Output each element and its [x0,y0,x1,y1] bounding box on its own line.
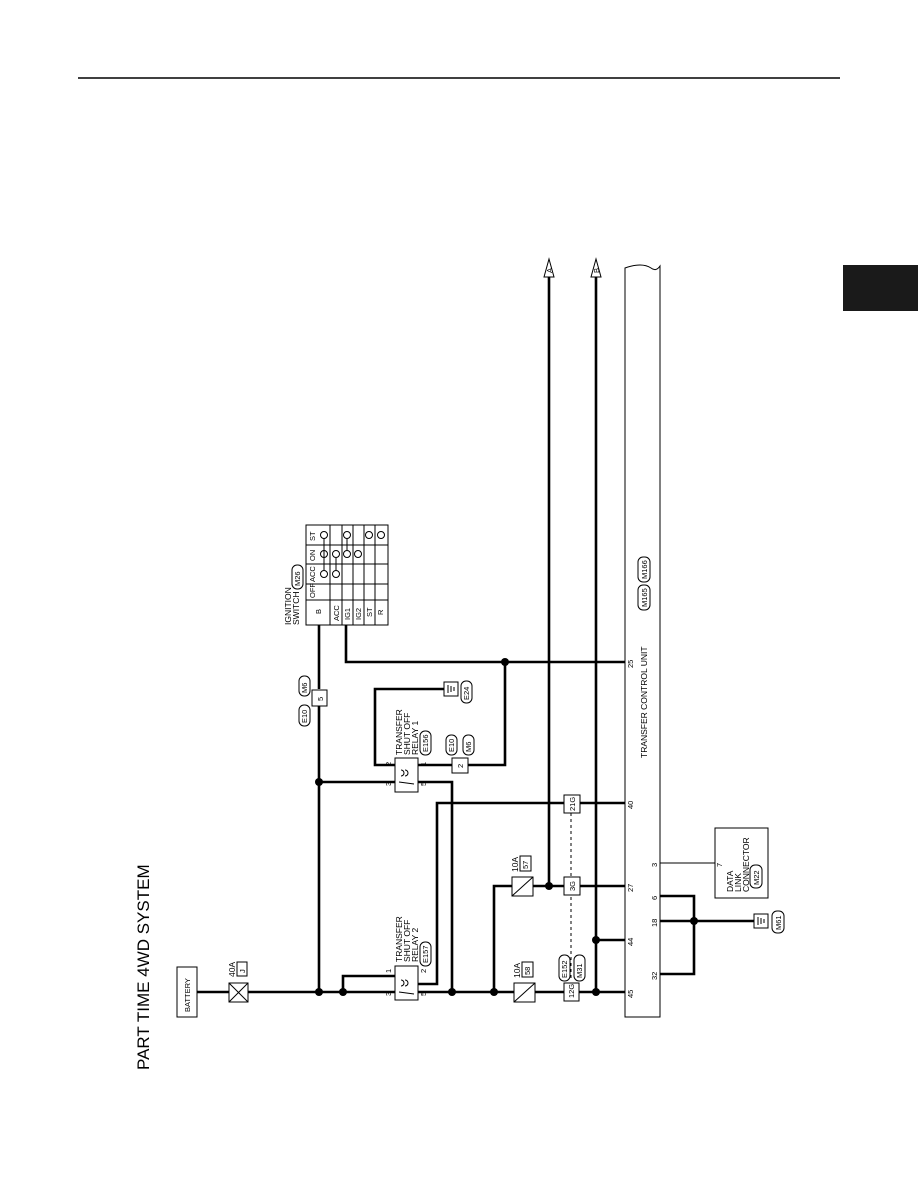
svg-text:1: 1 [384,969,393,973]
svg-text:ACC: ACC [332,605,341,621]
transfer-shut-off-relay-1: 3 2 1 5 TRANSFER SHUT OFF RELAY 1 E156 [384,709,432,793]
svg-text:45: 45 [626,990,635,998]
svg-text:E157: E157 [421,945,430,963]
svg-text:12G: 12G [567,984,576,998]
svg-text:B: B [314,609,323,614]
svg-text:TRANSFER CONTROL UNIT: TRANSFER CONTROL UNIT [639,646,649,758]
svg-text:SWITCH: SWITCH [291,591,301,625]
svg-text:BATTERY: BATTERY [183,978,192,1012]
ground-e24: E24 [443,680,473,704]
connector-e10-m6-lower: 2 E10 M6 [445,734,475,774]
svg-text:7: 7 [715,863,724,867]
svg-text:E24: E24 [462,687,471,700]
wires [197,277,754,994]
connector-e152-m31: E152 M31 12G 3G 21G [558,794,586,1002]
svg-text:M61: M61 [774,915,783,930]
svg-text:LINK: LINK [733,873,743,892]
svg-text:RELAY 2: RELAY 2 [410,928,420,962]
ignition-switch: IGNITION SWITCH M26 B ACC IG1 IG2 ST R O… [283,524,389,626]
svg-text:IG2: IG2 [354,608,363,620]
svg-text:40A: 40A [227,962,237,977]
svg-text:SHUT OFF: SHUT OFF [402,920,412,962]
svg-text:5: 5 [419,992,428,996]
arrow-a: A [543,257,555,278]
ground-m61: M61 [753,910,785,934]
svg-text:57: 57 [521,861,530,869]
svg-text:2: 2 [384,762,393,766]
svg-text:M166: M166 [640,560,649,579]
svg-text:M6: M6 [300,683,309,693]
svg-text:5: 5 [419,782,428,786]
svg-text:OFF: OFF [308,583,317,598]
svg-text:R: R [376,609,385,615]
svg-text:10A: 10A [512,963,522,978]
svg-text:TRANSFER: TRANSFER [394,916,404,962]
fuse-10a-57: 10A 57 [510,855,534,897]
svg-text:J: J [238,969,247,973]
svg-text:27: 27 [626,884,635,892]
svg-text:40: 40 [626,801,635,809]
svg-text:ST: ST [308,531,317,541]
connector-e10-m6-upper: 5 E10 M6 [298,675,328,727]
svg-text:CONNECTOR: CONNECTOR [741,837,751,892]
svg-text:M165: M165 [640,588,649,607]
svg-text:44: 44 [626,938,635,946]
svg-text:3: 3 [650,863,659,867]
junction-dots [315,658,698,996]
transfer-control-unit: 45 44 27 40 25 32 18 6 3 TRANSFER CONTRO… [624,264,661,1018]
svg-text:6: 6 [650,896,659,900]
svg-text:E156: E156 [421,734,430,752]
svg-text:M31: M31 [575,963,584,978]
svg-text:M22: M22 [752,870,761,885]
svg-text:M26: M26 [293,571,302,586]
svg-text:B: B [592,268,601,273]
svg-text:21G: 21G [568,797,577,811]
svg-text:3: 3 [384,992,393,996]
svg-text:IGNITION: IGNITION [283,587,293,625]
battery: BATTERY [176,966,198,1018]
svg-text:25: 25 [626,660,635,668]
svg-text:1: 1 [419,762,428,766]
svg-text:3G: 3G [568,881,577,891]
transfer-shut-off-relay-2: 3 1 2 5 TRANSFER SHUT OFF RELAY 2 E157 [384,916,432,1001]
svg-text:2: 2 [419,969,428,973]
section-tab [843,265,918,311]
svg-text:10A: 10A [510,857,520,872]
main-fuse: 40A J [227,961,249,1003]
fuse-10a-58: 10A 58 [512,961,536,1003]
arrow-b: B [590,257,602,278]
svg-text:ST: ST [365,607,374,617]
svg-text:ACC: ACC [308,566,317,582]
data-link-connector: 7 DATA LINK CONNECTOR M22 [714,827,769,899]
svg-text:SHUT OFF: SHUT OFF [402,713,412,755]
svg-text:M6: M6 [464,742,473,752]
svg-text:2: 2 [456,764,465,768]
svg-text:18: 18 [650,919,659,927]
svg-text:ON: ON [308,550,317,561]
svg-text:E10: E10 [447,739,456,752]
svg-text:IG1: IG1 [343,608,352,620]
svg-text:DATA: DATA [725,870,735,892]
svg-text:RELAY 1: RELAY 1 [410,721,420,755]
svg-text:E152: E152 [560,960,569,978]
svg-text:58: 58 [523,967,532,975]
page-title: PART TIME 4WD SYSTEM [134,864,153,1070]
svg-text:32: 32 [650,972,659,980]
svg-text:5: 5 [316,697,325,701]
svg-text:A: A [545,268,554,273]
svg-text:3: 3 [384,782,393,786]
svg-text:E10: E10 [300,710,309,723]
svg-text:TRANSFER: TRANSFER [394,709,404,755]
